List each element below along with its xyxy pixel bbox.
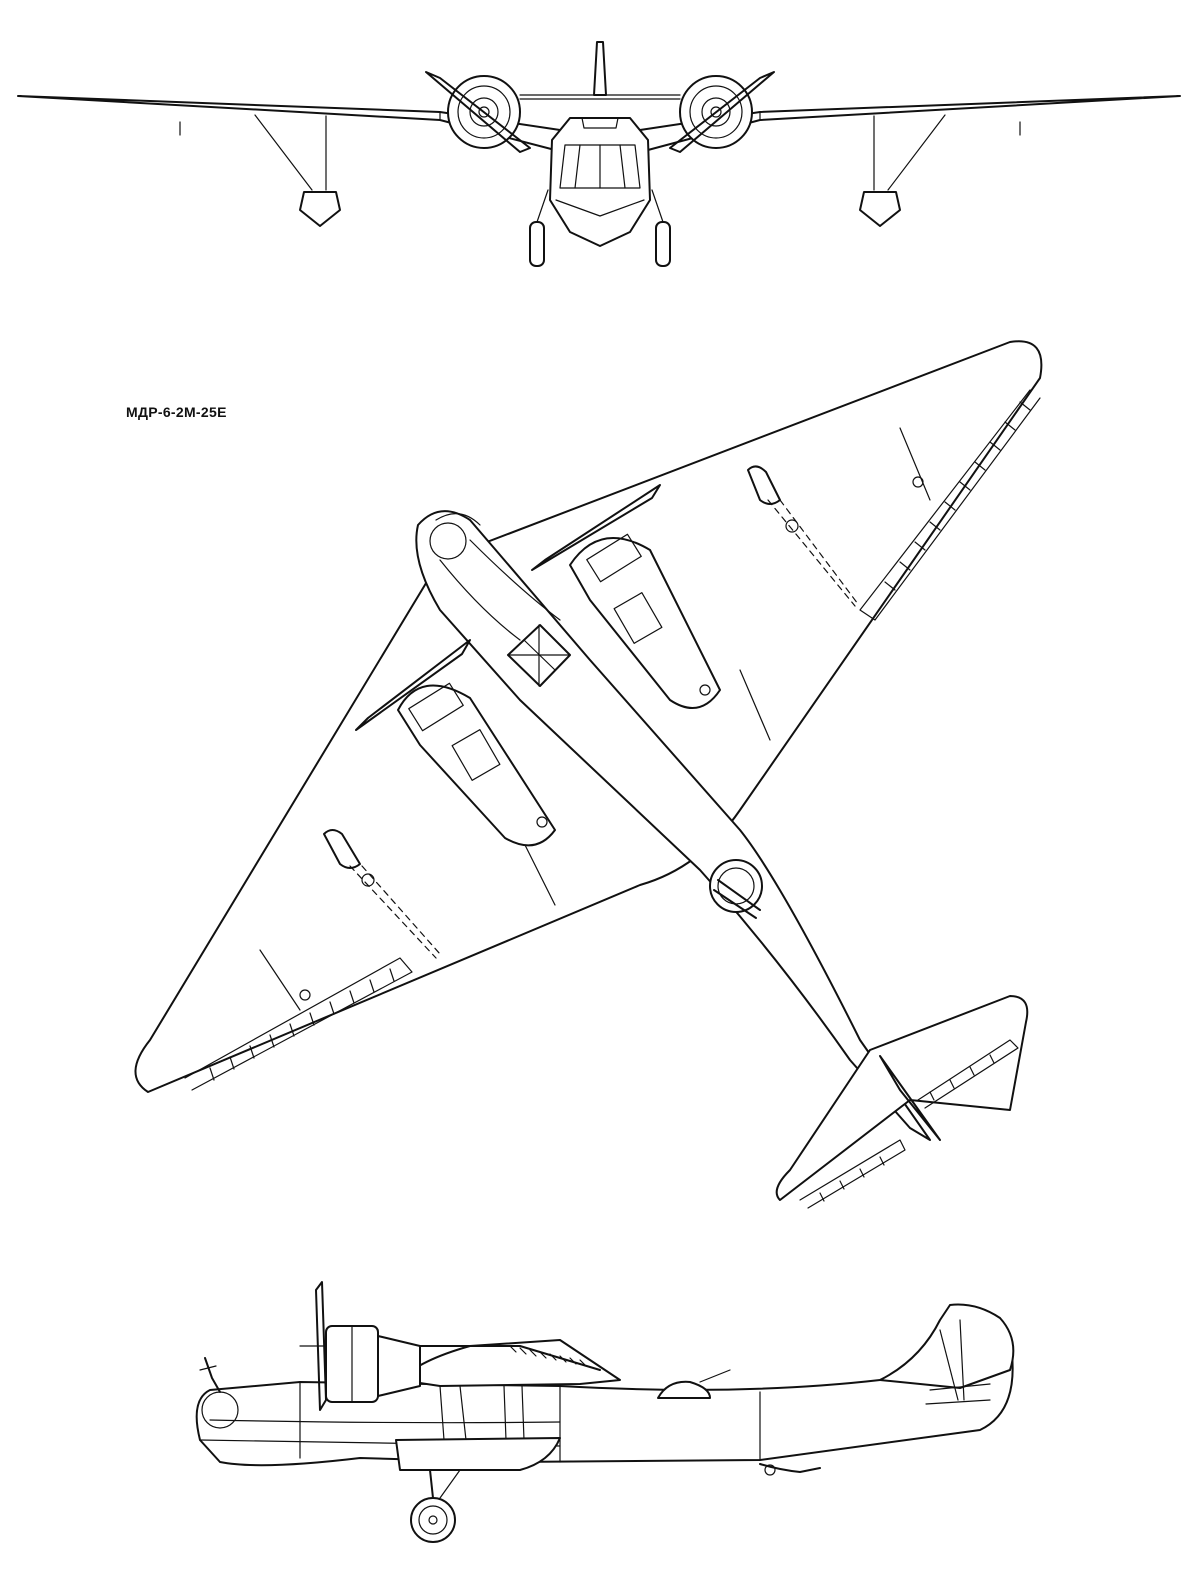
plan-view-elevator-hatching <box>819 1054 995 1202</box>
front-view-right-float <box>859 114 946 227</box>
front-view <box>17 41 1181 267</box>
plan-view-tailplane <box>775 995 1029 1201</box>
side-view-float <box>395 1437 561 1471</box>
side-view-engine <box>299 1281 421 1411</box>
plan-view-dorsal-turret <box>709 859 763 919</box>
front-view-left-float <box>254 114 341 227</box>
front-view-right-engine <box>669 71 775 153</box>
front-view-tail-fin <box>593 41 607 96</box>
plan-view-left-aileron-hatching <box>209 968 395 1081</box>
plan-view-right-aileron-hatching <box>884 401 1031 591</box>
side-view-wing-hatching <box>509 1345 587 1367</box>
side-view-landing-gear <box>410 1469 461 1543</box>
plan-view <box>134 340 1043 1209</box>
side-view-dorsal-turret <box>657 1380 711 1399</box>
aircraft-designation-label: МДР-6-2М-25Е <box>126 404 227 420</box>
side-view <box>195 1281 1015 1543</box>
side-view-tail-fin <box>879 1303 1015 1389</box>
plan-view-right-engine-nacelle <box>531 484 721 709</box>
plan-view-left-engine-nacelle <box>355 639 556 847</box>
front-view-left-engine <box>425 71 531 153</box>
